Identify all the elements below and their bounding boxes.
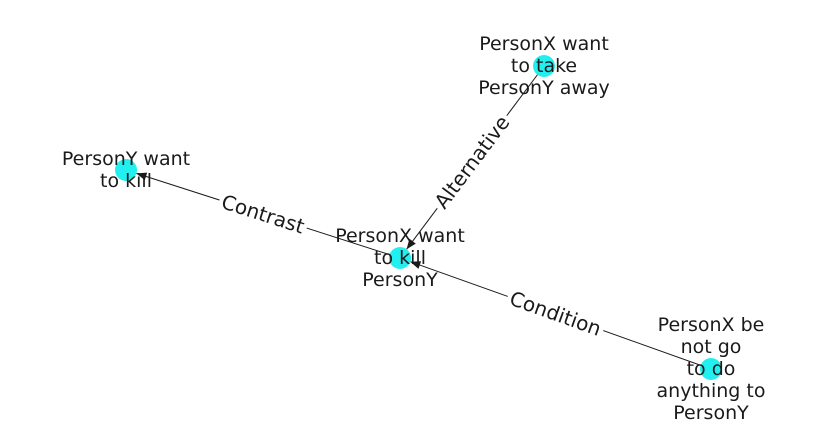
edge-label-group: Contrast — [215, 187, 311, 241]
node-label-line: PersonX be — [658, 314, 765, 336]
node-circle — [533, 55, 555, 77]
edge-label-group: Alternative — [426, 107, 518, 217]
edges-layer — [136, 65, 712, 370]
node-label-line: PersonY — [673, 402, 749, 424]
node-label-line: PersonY want — [62, 148, 190, 170]
node-label-line: to take — [511, 55, 577, 77]
edge-label-background — [503, 284, 608, 343]
node-label-line: PersonX want — [335, 225, 465, 247]
node-label-line: not go — [681, 336, 742, 358]
arrowhead-icon — [136, 172, 148, 181]
node-circle — [115, 159, 137, 181]
edge-label-background — [215, 187, 311, 241]
arrowhead-icon — [410, 261, 422, 269]
node-label-line: PersonX want — [479, 33, 609, 55]
arrowhead-icon — [406, 238, 416, 250]
node-circle — [700, 358, 722, 380]
edge-label: Condition — [507, 286, 605, 341]
edge-label-background — [426, 107, 518, 217]
node-label-line: anything to — [657, 380, 766, 402]
edge-label: Alternative — [429, 111, 514, 213]
edge-label-group: Condition — [503, 284, 608, 343]
node-label-line: PersonY away — [478, 77, 610, 99]
node-label-line: PersonY — [362, 269, 438, 291]
node-label-line: to do — [687, 358, 736, 380]
edge-label: Contrast — [219, 190, 308, 239]
node-label-line: to kill — [374, 247, 426, 269]
node-label-line: to kill — [100, 170, 152, 192]
node-circle — [389, 247, 411, 269]
